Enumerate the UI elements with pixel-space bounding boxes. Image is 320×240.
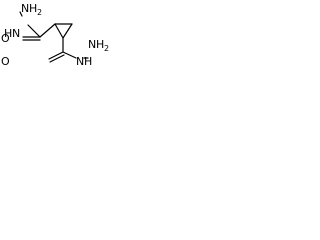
atom-label-bottom-h: H bbox=[96, 38, 104, 51]
chemical-structure-canvas: N H 2 H N O O N H N H 2 bbox=[0, 0, 109, 79]
bond-upper-nh-to-nh2 bbox=[19, 11, 23, 17]
atom-label-bottom-n: N bbox=[88, 38, 96, 51]
atom-label-top-h: H bbox=[29, 2, 37, 15]
atom-label-right-nh-h: H bbox=[84, 55, 92, 68]
ring-bond-left bbox=[54, 23, 64, 39]
ring-bond-right bbox=[62, 23, 73, 39]
bond-lower-carbonyl-to-nh bbox=[62, 51, 77, 59]
atom-label-top-h2-subscript: 2 bbox=[37, 8, 42, 17]
atom-label-right-nh-n: N bbox=[76, 55, 84, 68]
atom-label-left-nh-n: N bbox=[12, 27, 20, 40]
atom-label-bottom-h2-subscript: 2 bbox=[104, 44, 109, 53]
lower-carbonyl-double-bond-a bbox=[48, 51, 64, 60]
lower-carbonyl-double-bond-b bbox=[49, 54, 65, 63]
atom-label-top-n: N bbox=[21, 2, 29, 15]
atom-label-left-nh-h: H bbox=[4, 27, 12, 40]
structure-diagram: N H 2 H N O O N H N H 2 bbox=[1, 2, 109, 68]
bond-upper-carbonyl-to-nh bbox=[27, 24, 41, 38]
atom-label-lower-o: O bbox=[1, 55, 10, 68]
bond-ring-to-upper-carbonyl bbox=[39, 23, 56, 38]
atom-label-upper-o: O bbox=[1, 32, 10, 45]
